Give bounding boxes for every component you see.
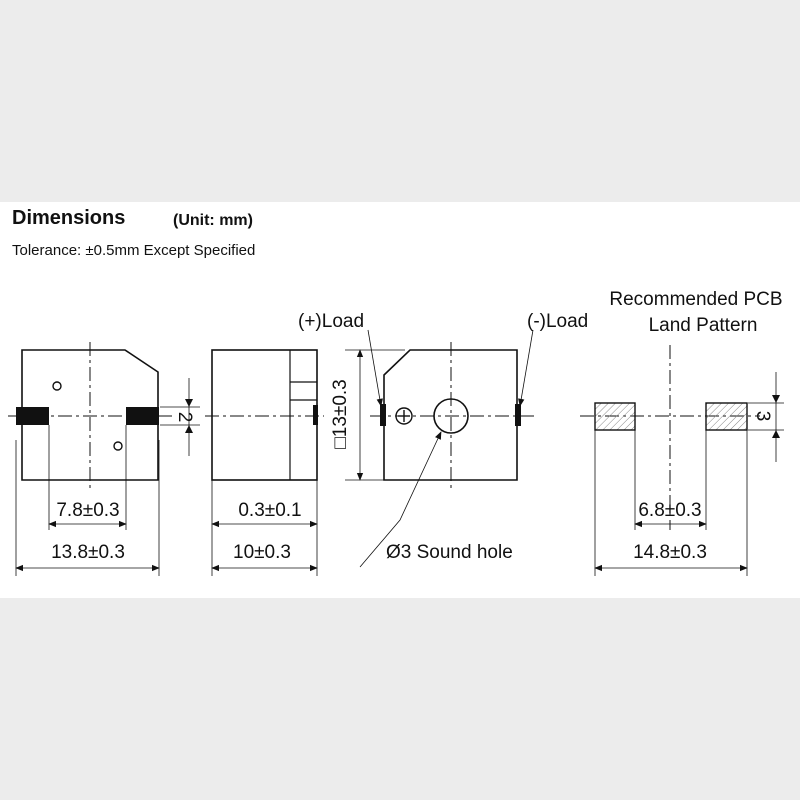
sound-hole-label: Ø3 Sound hole <box>386 542 513 563</box>
minus-load-label: (-)Load <box>527 311 588 332</box>
tolerance-note: Tolerance: ±0.5mm Except Specified <box>12 242 256 259</box>
unit-label: (Unit: mm) <box>173 212 253 229</box>
pcb-land-pattern <box>580 345 784 576</box>
front-dot-lower <box>113 441 123 451</box>
pad-height-label: 3 <box>752 411 773 422</box>
minus-load-leader <box>518 329 534 407</box>
pad-span-label: 14.8±0.3 <box>633 542 707 563</box>
height-label: 10±0.3 <box>233 542 291 563</box>
front-dot-upper <box>52 381 62 391</box>
front-view <box>8 342 200 576</box>
top-view <box>345 329 538 568</box>
top-terminal-right <box>515 404 521 426</box>
pcb-title-line2: Land Pattern <box>649 315 758 336</box>
pad-gap-label: 6.8±0.3 <box>638 500 701 521</box>
plus-load-leader <box>367 329 383 407</box>
front-terminal-left <box>16 407 49 425</box>
sound-hole <box>433 398 469 434</box>
terminal-height-label: 2 <box>174 412 195 423</box>
thickness-label: 0.3±0.1 <box>238 500 301 521</box>
front-view-body <box>21 349 159 481</box>
pcb-title-line1: Recommended PCB <box>609 289 782 310</box>
page-title: Dimensions <box>12 207 126 229</box>
pcb-pad-right <box>705 402 748 431</box>
pitch-label: 7.8±0.3 <box>56 500 119 521</box>
side-terminal <box>313 405 318 425</box>
square-size-label: □13±0.3 <box>330 379 351 448</box>
pcb-pad-left <box>594 402 636 431</box>
top-terminal-left <box>380 404 386 426</box>
side-view <box>205 349 324 576</box>
drawing-sheet <box>0 202 800 598</box>
length-label: 13.8±0.3 <box>51 542 125 563</box>
sound-hole-leader <box>359 431 442 568</box>
plus-load-label: (+)Load <box>298 311 364 332</box>
front-terminal-right <box>126 407 159 425</box>
plus-marking-icon <box>395 407 413 425</box>
side-view-body <box>211 349 318 481</box>
